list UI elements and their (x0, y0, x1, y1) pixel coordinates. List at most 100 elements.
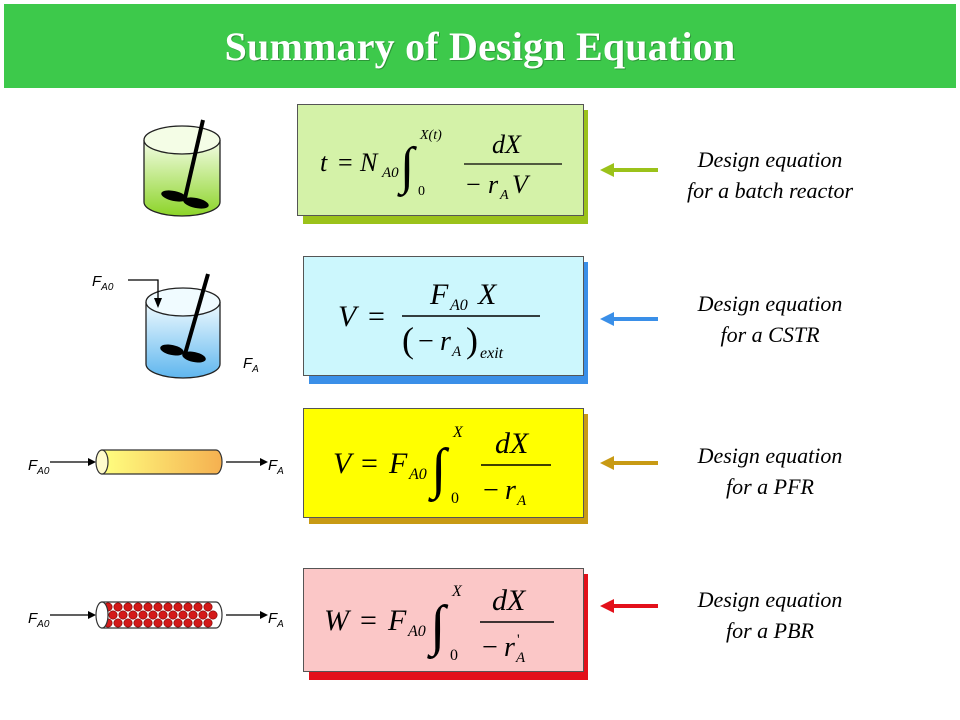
catalyst-pellet (113, 618, 123, 628)
pfr-equation: V = F A0 ∫ X 0 dX − r A (333, 424, 551, 509)
pfr-description: Design equation for a PFR (640, 440, 900, 502)
svg-text:): ) (466, 320, 478, 360)
svg-text:r: r (488, 170, 499, 199)
catalyst-pellet (193, 618, 203, 628)
catalyst-pellet (138, 610, 148, 620)
batch-description-line1: Design equation (697, 147, 843, 172)
pbr-equation: W = F A0 ∫ X 0 dX − r ' A (324, 583, 554, 666)
catalyst-pellet (158, 610, 168, 620)
batch-description-line2: for a batch reactor (687, 178, 853, 203)
catalyst-pellet (188, 610, 198, 620)
svg-text:N: N (359, 148, 379, 177)
svg-text:X(t): X(t) (419, 128, 442, 143)
batch-description: Design equation for a batch reactor (640, 144, 900, 206)
svg-text:V: V (512, 170, 531, 199)
svg-text:∫: ∫ (427, 595, 449, 660)
catalyst-pellet (148, 610, 158, 620)
catalyst-pellet (208, 610, 218, 620)
pfr-equation-box: V = F A0 ∫ X 0 dX − r A (303, 408, 584, 518)
catalyst-pellet (153, 602, 163, 612)
svg-text:F: F (429, 278, 449, 311)
svg-text:0: 0 (451, 490, 459, 507)
svg-text:V: V (338, 300, 360, 333)
cstr-description-line1: Design equation (697, 291, 843, 316)
catalyst-pellet (108, 610, 118, 620)
pbr-inlet-label: FA0 (28, 610, 50, 630)
catalyst-pellet (143, 618, 153, 628)
svg-text:A: A (499, 188, 509, 203)
svg-text:r: r (505, 475, 516, 506)
svg-text:A0: A0 (449, 297, 468, 314)
catalyst-pellet (193, 602, 203, 612)
catalyst-pellet (203, 602, 213, 612)
svg-text:r: r (504, 632, 515, 663)
svg-text:=: = (368, 300, 385, 333)
page-title: Summary of Design Equation (224, 23, 736, 69)
cstr-tank-icon (128, 273, 221, 379)
cstr-inlet-label: FA0 (92, 273, 114, 293)
svg-text:dX: dX (495, 427, 530, 460)
svg-text:A0: A0 (408, 466, 427, 483)
cstr-equation: V = F A0 X ( − r A ) exit (338, 278, 540, 362)
catalyst-pellet (143, 602, 153, 612)
catalyst-pellet (128, 610, 138, 620)
cstr-description-line2: for a CSTR (720, 322, 820, 347)
batch-equation: t = N A0 ∫ X(t) 0 dX − r A V (320, 128, 562, 203)
pbr-description-line2: for a PBR (726, 618, 814, 643)
svg-text:A: A (451, 344, 462, 360)
svg-text:∫: ∫ (428, 438, 450, 503)
pfr-outlet-label: FA (268, 457, 284, 477)
catalyst-pellet (173, 618, 183, 628)
catalyst-pellets (103, 602, 218, 628)
svg-text:': ' (517, 632, 520, 648)
svg-text:−: − (466, 170, 481, 199)
cstr-description: Design equation for a CSTR (640, 288, 900, 350)
catalyst-pellet (123, 602, 133, 612)
svg-text:A: A (515, 650, 526, 666)
svg-text:=: = (361, 447, 378, 480)
cstr-arrow (600, 312, 658, 326)
svg-text:exit: exit (480, 345, 504, 362)
svg-text:r: r (440, 326, 451, 357)
catalyst-pellet (168, 610, 178, 620)
batch-equation-box: t = N A0 ∫ X(t) 0 dX − r A V (297, 104, 584, 216)
pbr-description: Design equation for a PBR (640, 584, 900, 646)
pfr-inlet-label: FA0 (28, 457, 50, 477)
title-banner: Summary of Design Equation (4, 4, 956, 88)
svg-text:−: − (483, 475, 499, 506)
svg-text:X: X (477, 278, 498, 311)
catalyst-pellet (163, 618, 173, 628)
catalyst-pellet (198, 610, 208, 620)
svg-text:A: A (516, 493, 527, 509)
cstr-equation-box: V = F A0 X ( − r A ) exit (303, 256, 584, 376)
catalyst-pellet (133, 618, 143, 628)
svg-text:W: W (324, 604, 352, 637)
pfr-tube-icon (50, 449, 268, 475)
catalyst-pellet (183, 602, 193, 612)
svg-text:X: X (452, 424, 464, 441)
catalyst-pellet (178, 610, 188, 620)
catalyst-pellet (118, 610, 128, 620)
catalyst-pellet (153, 618, 163, 628)
catalyst-pellet (133, 602, 143, 612)
catalyst-pellet (183, 618, 193, 628)
svg-text:F: F (388, 447, 408, 480)
svg-text:V: V (333, 447, 355, 480)
svg-text:−: − (482, 632, 498, 663)
pbr-outlet-label: FA (268, 610, 284, 630)
svg-text:=: = (338, 148, 353, 177)
svg-text:A0: A0 (381, 165, 399, 181)
svg-text:A0: A0 (407, 623, 426, 640)
batch-reactor-tank-icon (143, 119, 221, 217)
svg-text:(: ( (402, 320, 414, 360)
svg-text:F: F (387, 604, 407, 637)
cstr-outlet-label: FA (243, 355, 259, 375)
catalyst-pellet (123, 618, 133, 628)
svg-text:=: = (360, 604, 377, 637)
pbr-equation-box: W = F A0 ∫ X 0 dX − r ' A (303, 568, 584, 672)
catalyst-pellet (173, 602, 183, 612)
pbr-packed-tube-icon (50, 601, 268, 629)
svg-text:−: − (418, 326, 434, 357)
pfr-description-line2: for a PFR (726, 474, 814, 499)
